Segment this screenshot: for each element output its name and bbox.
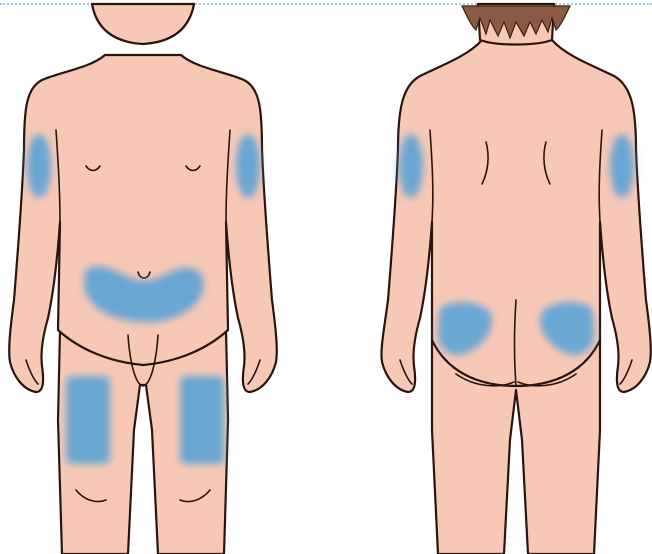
back-right-upper-arm-zone: [610, 134, 634, 198]
back-torso: [381, 40, 650, 392]
front-right-upper-arm-zone: [236, 134, 260, 198]
front-left-upper-arm-zone: [27, 134, 51, 198]
front-left-thigh-zone: [66, 376, 110, 464]
front-neck: [92, 4, 194, 44]
back-figure: [381, 4, 650, 554]
front-right-thigh-zone: [180, 376, 224, 464]
back-left-upper-arm-zone: [399, 134, 423, 198]
front-figure: [9, 4, 277, 554]
front-torso: [9, 55, 277, 392]
